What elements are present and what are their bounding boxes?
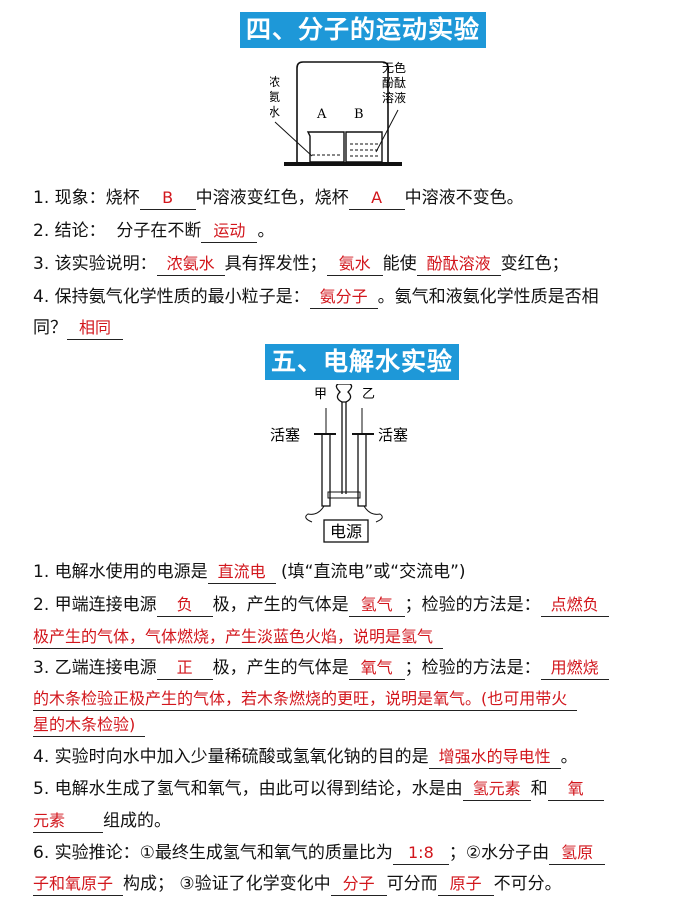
answer-blank: 氨分子 bbox=[309, 286, 378, 309]
jia-label: 甲 bbox=[314, 387, 327, 402]
question-text: 极，产生的气体是 bbox=[212, 595, 349, 615]
stopcock-right-label: 活塞 bbox=[378, 426, 408, 444]
question-text: 3. 该实验说明： bbox=[33, 254, 157, 274]
answer-blank: 点燃负 bbox=[540, 594, 609, 617]
section5-title: 五、电解水实验 bbox=[265, 344, 460, 380]
question-text: 组成的。 bbox=[103, 811, 171, 831]
answer-blank: 增强水的导电性 bbox=[428, 746, 561, 769]
answer-blank: 用燃烧 bbox=[540, 657, 609, 680]
section5-line: 元素组成的。 bbox=[33, 809, 171, 833]
question-text: 变红色； bbox=[500, 254, 569, 274]
answer-blank: 氢原 bbox=[549, 842, 606, 865]
section5-line: 2. 甲端连接电源负极，产生的气体是氢气；检验的方法是：点燃负 bbox=[33, 593, 609, 617]
section4-line: 2. 结论： 分子在不断运动。 bbox=[33, 219, 274, 243]
question-text: 1. 现象：烧杯 bbox=[33, 188, 140, 208]
question-text: (填“直流电”或“交流电”) bbox=[275, 562, 466, 582]
power-label: 电源 bbox=[330, 522, 362, 541]
section4-title: 四、分子的运动实验 bbox=[240, 12, 487, 48]
question-text: 不可分。 bbox=[493, 874, 562, 894]
question-text: 5. 电解水生成了氢气和氧气，由此可以得到结论，水是由 bbox=[33, 779, 463, 799]
answer-blank: 酚酞溶液 bbox=[416, 253, 501, 276]
answer-blank: 正 bbox=[156, 657, 213, 680]
answer-blank: 氨水 bbox=[326, 253, 383, 276]
question-text: 2. 结论： 分子在不断 bbox=[33, 221, 202, 241]
label-ammonia-2: 氨 bbox=[270, 90, 280, 104]
section5-line: 3. 乙端连接电源正极，产生的气体是氧气；检验的方法是：用燃烧 bbox=[33, 656, 609, 680]
question-text: 。 bbox=[560, 747, 578, 767]
stopcock-left-label: 活塞 bbox=[270, 426, 300, 444]
question-text: ；检验的方法是： bbox=[404, 658, 541, 678]
beaker-a-label: A bbox=[316, 107, 327, 122]
yi-label: 乙 bbox=[362, 387, 375, 402]
question-text: 极，产生的气体是 bbox=[212, 658, 349, 678]
answer-blank: 直流电 bbox=[207, 561, 276, 584]
answer-blank: 星的木条检验) bbox=[33, 714, 146, 737]
question-text: 具有挥发性； bbox=[224, 254, 327, 274]
question-text: 2. 甲端连接电源 bbox=[33, 595, 157, 615]
question-text: 中溶液变红色，烧杯 bbox=[195, 188, 349, 208]
question-text: 3. 乙端连接电源 bbox=[33, 658, 157, 678]
question-text: 4. 保持氨气化学性质的最小粒子是： bbox=[33, 287, 310, 307]
label-ammonia-3: 水 bbox=[270, 105, 280, 119]
question-text: 6. 实验推论：①最终生成氢气和氧气的质量比为 bbox=[33, 843, 393, 863]
section5-line: 5. 电解水生成了氢气和氧气，由此可以得到结论，水是由氢元素和氧 bbox=[33, 777, 604, 801]
answer-blank: 1:8 bbox=[392, 842, 449, 865]
section5-line: 星的木条检验) bbox=[33, 713, 146, 737]
answer-blank: 原子 bbox=[437, 873, 494, 896]
question-text: ；②水分子由 bbox=[448, 843, 550, 863]
answer-blank: 运动 bbox=[201, 220, 258, 243]
label-phenol-2: 酚酞 bbox=[382, 75, 406, 90]
answer-blank: 氢元素 bbox=[462, 778, 531, 801]
molecule-motion-diagram: A B 浓 氨 水 无色 酚酞 溶液 bbox=[270, 61, 406, 166]
section4-line: 3. 该实验说明：浓氨水具有挥发性；氨水能使酚酞溶液变红色； bbox=[33, 252, 569, 276]
section5-line: 子和氧原子构成； ③验证了化学变化中分子可分而原子不可分。 bbox=[33, 872, 562, 896]
answer-blank: B bbox=[139, 187, 196, 210]
question-text: 中溶液不变色。 bbox=[404, 188, 524, 208]
question-text: 。氨气和液氨化学性质是否相 bbox=[377, 287, 599, 307]
electrolysis-diagram: 电源 甲 乙 活塞 活塞 bbox=[270, 384, 408, 543]
answer-blank: 极产生的气体，气体燃烧，产生淡蓝色火焰，说明是氢气 bbox=[33, 626, 444, 649]
answer-blank: 负 bbox=[156, 594, 213, 617]
question-text: 能使 bbox=[382, 254, 417, 274]
section4-line: 4. 保持氨气化学性质的最小粒子是：氨分子。氨气和液氨化学性质是否相 bbox=[33, 285, 599, 309]
question-text: 可分而 bbox=[386, 874, 438, 894]
answer-blank: 氧 bbox=[547, 778, 604, 801]
answer-blank: 氢气 bbox=[348, 594, 405, 617]
question-text: 4. 实验时向水中加入少量稀硫酸或氢氧化钠的目的是 bbox=[33, 747, 429, 767]
question-text: ；检验的方法是： bbox=[404, 595, 541, 615]
answer-blank: 分子 bbox=[330, 873, 387, 896]
question-text: 1. 电解水使用的电源是 bbox=[33, 562, 208, 582]
label-phenol-1: 无色 bbox=[382, 61, 406, 75]
question-text: 。 bbox=[257, 221, 275, 241]
section5-line: 极产生的气体，气体燃烧，产生淡蓝色火焰，说明是氢气 bbox=[33, 625, 444, 649]
section5-line: 4. 实验时向水中加入少量稀硫酸或氢氧化钠的目的是增强水的导电性。 bbox=[33, 745, 578, 769]
section5-line: 1. 电解水使用的电源是直流电 (填“直流电”或“交流电”) bbox=[33, 560, 466, 584]
label-phenol-3: 溶液 bbox=[382, 90, 406, 105]
question-text: 和 bbox=[530, 779, 548, 799]
question-text: 构成； ③验证了化学变化中 bbox=[123, 874, 331, 894]
section5-line: 的木条检验正极产生的气体，若木条燃烧的更旺，说明是氧气。(也可用带火 bbox=[33, 687, 578, 711]
beaker-b-label: B bbox=[354, 107, 364, 122]
answer-blank: A bbox=[348, 187, 405, 210]
answer-blank: 相同 bbox=[67, 317, 123, 340]
question-text: 同？ bbox=[33, 318, 67, 338]
section4-line: 同？相同 bbox=[33, 316, 123, 340]
answer-blank: 浓氨水 bbox=[156, 253, 225, 276]
answer-blank: 的木条检验正极产生的气体，若木条燃烧的更旺，说明是氧气。(也可用带火 bbox=[33, 688, 578, 711]
answer-blank: 子和氧原子 bbox=[33, 873, 124, 896]
answer-blank: 元素 bbox=[33, 810, 103, 833]
label-ammonia-1: 浓 bbox=[270, 75, 280, 89]
answer-blank: 氧气 bbox=[348, 657, 405, 680]
